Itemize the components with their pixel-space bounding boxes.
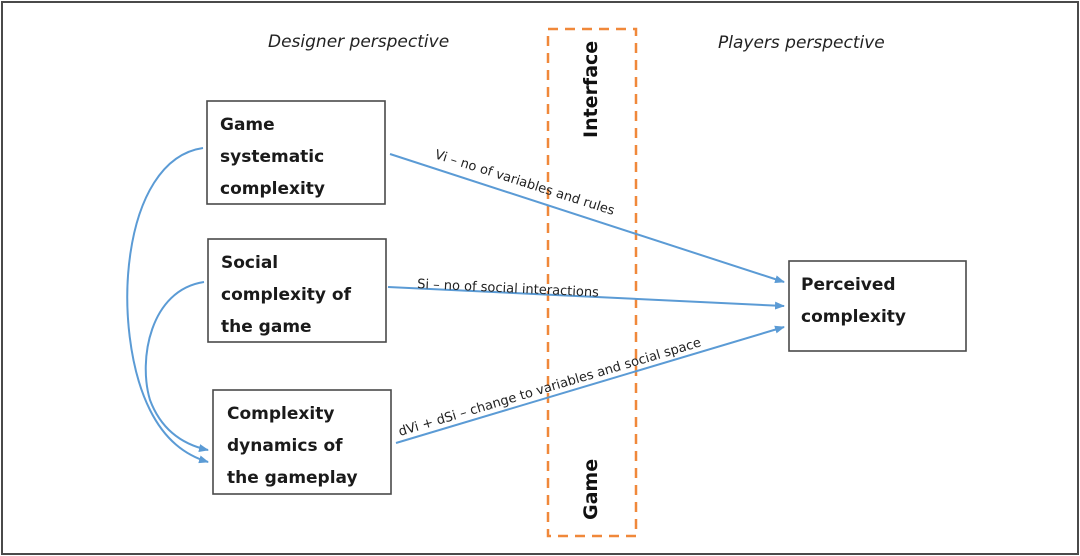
node-line: dynamics of: [227, 436, 343, 456]
node-game-systematic-complexity: Game systematic complexity: [206, 100, 386, 205]
node-line: Complexity: [227, 404, 334, 424]
interface-game-boundary: [546, 27, 638, 538]
node-line: the game: [221, 317, 312, 337]
game-label: Game: [580, 459, 602, 520]
arrow-social-to-dynamics: [144, 281, 209, 452]
arrow-dynamics-to-perceived: [395, 325, 785, 444]
arrow-social-to-perceived: [387, 286, 785, 310]
arrow-systematic-to-perceived: [389, 153, 785, 284]
interface-label: Interface: [580, 41, 602, 138]
edge-label-vi: Vi – no of variables and rules: [433, 148, 617, 219]
node-line: complexity: [801, 307, 906, 327]
node-line: complexity of: [221, 285, 352, 305]
node-line: Game: [220, 115, 275, 135]
node-line: Social: [221, 253, 278, 273]
node-social-complexity: Social complexity of the game: [207, 238, 387, 343]
edge-label-si: Si – no of social interactions: [417, 277, 600, 301]
node-complexity-dynamics: Complexity dynamics of the gameplay: [212, 389, 392, 495]
node-line: Perceived: [801, 275, 896, 295]
players-perspective-label: Players perspective: [718, 33, 885, 53]
designer-perspective-label: Designer perspective: [268, 32, 449, 52]
node-perceived-complexity: Perceived complexity: [788, 260, 967, 352]
node-line: complexity: [220, 179, 325, 199]
edge-label-dvi: dVi + dSi – change to variables and soci…: [397, 335, 703, 439]
arrow-systematic-to-dynamics: [126, 147, 209, 464]
node-line: the gameplay: [227, 468, 358, 488]
node-line: systematic: [220, 147, 324, 167]
